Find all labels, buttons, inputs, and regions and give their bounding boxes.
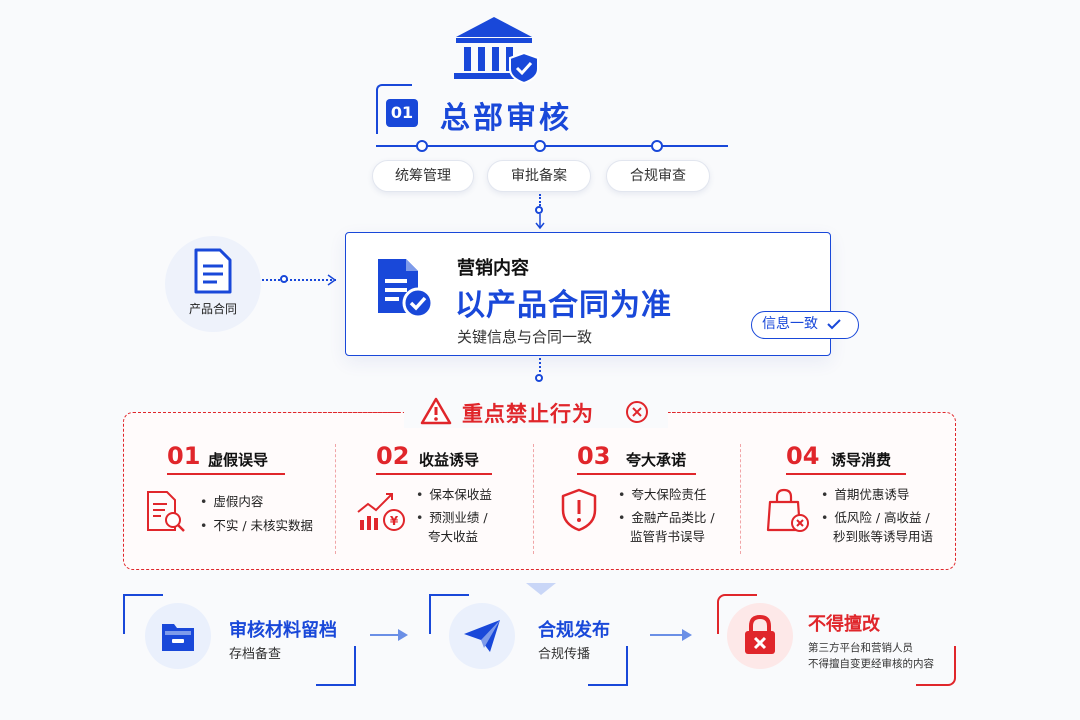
- lock-x-icon: [745, 614, 775, 654]
- paper-plane-icon: [464, 620, 500, 652]
- archive-title: 审核材料留档: [229, 620, 337, 641]
- flow-arrow-line: [370, 634, 400, 636]
- tag-compliance-review: 合规审查: [606, 160, 710, 192]
- document-icon: [194, 248, 232, 294]
- item-title: 夸大承诺: [626, 451, 687, 469]
- arrow-right-icon: [327, 274, 337, 286]
- bullet-item: 金融产品类比 /: [618, 508, 714, 528]
- connector-line: [262, 279, 336, 281]
- shield-alert-icon: [561, 488, 597, 532]
- item-underline: [577, 473, 696, 475]
- flow-arrow-line: [650, 634, 684, 636]
- item-title: 诱导消费: [831, 451, 892, 469]
- card-bracket: [588, 646, 628, 686]
- connector-line: [539, 194, 541, 206]
- marketing-subtitle: 营销内容: [457, 258, 529, 279]
- card-bracket: [316, 646, 356, 686]
- publish-subtitle: 合规传播: [538, 647, 591, 662]
- connector-node: [535, 374, 543, 382]
- nomodify-line2: 不得擅自变更经审核的内容: [808, 658, 934, 670]
- marketing-title: 以产品合同为准: [455, 288, 672, 323]
- column-divider: [533, 444, 534, 554]
- bullet-item-continued: 夸大收益: [428, 529, 479, 544]
- column-divider: [740, 444, 741, 554]
- item-underline: [786, 473, 906, 475]
- hq-divider: [376, 145, 728, 147]
- document-check-icon: [378, 259, 434, 319]
- item-number: 01: [167, 442, 201, 470]
- arrow-right-icon: [398, 629, 408, 641]
- document-search-icon: [147, 491, 185, 532]
- bullet-item: 夸大保险责任: [618, 485, 706, 505]
- rising-yield-icon: ¥: [357, 493, 405, 531]
- circle-x-icon: [626, 401, 648, 423]
- archive-subtitle: 存档备查: [229, 647, 282, 662]
- item-number: 04: [786, 442, 820, 470]
- tag-coordination: 统筹管理: [372, 160, 474, 192]
- publish-title: 合规发布: [538, 620, 610, 641]
- marketing-description: 关键信息与合同一致: [457, 328, 593, 346]
- item-underline: [167, 473, 285, 475]
- connector-node: [535, 206, 543, 214]
- bank-building-icon: [454, 17, 539, 85]
- hq-step-number: 01: [386, 99, 418, 127]
- nomodify-line1: 第三方平台和营销人员: [808, 642, 913, 654]
- item-title: 虚假误导: [208, 451, 269, 469]
- hq-node-dot: [416, 140, 428, 152]
- connector-node: [280, 275, 288, 283]
- bullet-item: 虚假内容: [200, 492, 263, 512]
- warning-icon: [420, 397, 452, 425]
- prohibited-section: [123, 412, 956, 570]
- item-title: 收益诱导: [419, 451, 480, 469]
- card-bracket: [429, 594, 469, 634]
- prohibited-title: 重点禁止行为: [462, 402, 594, 426]
- bullet-item: 低风险 / 高收益 /: [821, 508, 929, 528]
- column-divider: [335, 444, 336, 554]
- bullet-item: 首期优惠诱导: [821, 485, 909, 505]
- folder-icon: [162, 624, 194, 651]
- arrow-down-icon: [535, 214, 545, 230]
- card-bracket: [717, 594, 757, 634]
- hq-bracket: [376, 84, 412, 134]
- nomodify-title: 不得擅改: [808, 614, 880, 635]
- hq-title: 总部审核: [440, 101, 572, 136]
- item-number: 02: [376, 442, 410, 470]
- item-underline: [376, 473, 492, 475]
- bullet-item: 预测业绩 /: [416, 508, 487, 528]
- prohibited-header-line: [268, 412, 398, 413]
- consistent-badge: 信息一致: [751, 311, 859, 339]
- connector-line: [539, 358, 541, 372]
- arrow-right-icon: [682, 629, 692, 641]
- bullet-item: 不实 / 未核实数据: [200, 516, 313, 536]
- item-number: 03: [577, 442, 611, 470]
- hq-node-dot: [534, 140, 546, 152]
- contract-label: 产品合同: [188, 302, 237, 316]
- bullet-item: 保本保收益: [416, 485, 492, 505]
- shopping-bag-x-icon: [766, 488, 809, 532]
- chevron-down-icon: [526, 583, 556, 595]
- card-bracket: [916, 646, 956, 686]
- bullet-item-continued: 秒到账等诱导用语: [833, 529, 934, 544]
- svg-text:¥: ¥: [390, 514, 399, 528]
- prohibited-header-line: [672, 412, 802, 413]
- check-icon: [827, 319, 841, 330]
- hq-node-dot: [651, 140, 663, 152]
- tag-approval-filing: 审批备案: [487, 160, 591, 192]
- card-bracket: [123, 594, 163, 634]
- consistent-badge-label: 信息一致: [762, 316, 818, 332]
- bullet-item-continued: 监管背书误导: [630, 529, 706, 544]
